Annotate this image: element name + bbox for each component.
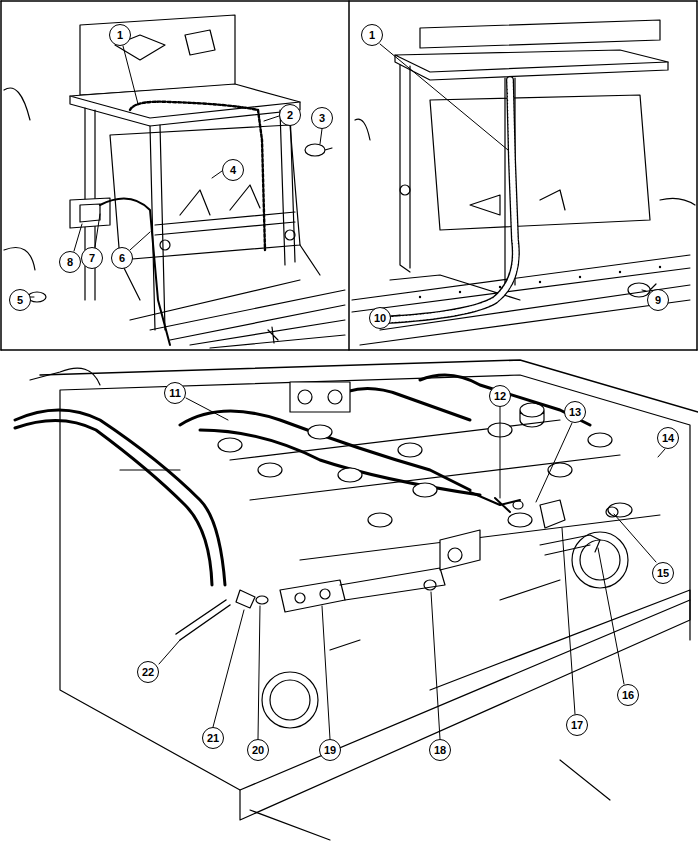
callout-number: 17 <box>566 714 588 736</box>
callout-number: 13 <box>564 401 586 423</box>
callout-number: 7 <box>81 247 103 269</box>
callout-number: 9 <box>647 289 669 311</box>
callout-number: 11 <box>164 382 186 404</box>
callout-number: 21 <box>202 727 224 749</box>
callout-number: 22 <box>137 661 159 683</box>
callout-number: 4 <box>222 159 244 181</box>
callout-number: 16 <box>617 684 639 706</box>
callout-number: 1 <box>361 24 383 46</box>
callout-number: 10 <box>369 307 391 329</box>
callout-number: 14 <box>657 427 679 449</box>
callout-number: 18 <box>429 739 451 761</box>
callout-number: 19 <box>319 739 341 761</box>
callout-number: 12 <box>489 385 511 407</box>
callout-number: 15 <box>652 562 674 584</box>
callout-number: 2 <box>279 104 301 126</box>
callout-number: 20 <box>247 739 269 761</box>
callout-number: 8 <box>59 251 81 273</box>
callout-number: 1 <box>109 24 131 46</box>
callout-number: 5 <box>9 289 31 311</box>
callout-number: 6 <box>111 247 133 269</box>
callout-number: 3 <box>311 107 333 129</box>
